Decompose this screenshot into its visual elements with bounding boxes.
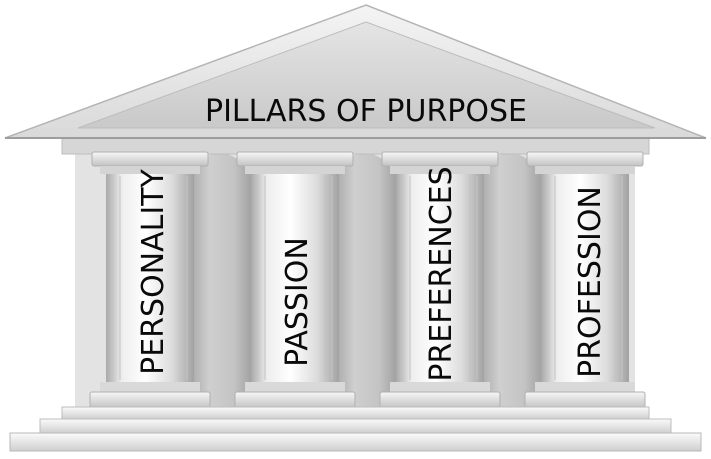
pillar-label-personality: PERSONALITY [136, 168, 171, 374]
roof-tympanum [77, 21, 656, 129]
pillar-4: PROFESSION [524, 151, 646, 409]
pillar-2: PASSION [234, 151, 356, 409]
pillar-3: PREFERENCES [379, 151, 501, 409]
temple-title: PILLARS OF PURPOSE [205, 94, 527, 129]
pillar-label-passion: PASSION [280, 237, 315, 367]
pillar-label-profession: PROFESSION [573, 186, 608, 378]
pillar-label-preferences: PREFERENCES [424, 166, 459, 381]
temple-steps [9, 406, 702, 452]
arch-recesses [185, 153, 545, 408]
pillar-1: PERSONALITY [89, 151, 211, 409]
